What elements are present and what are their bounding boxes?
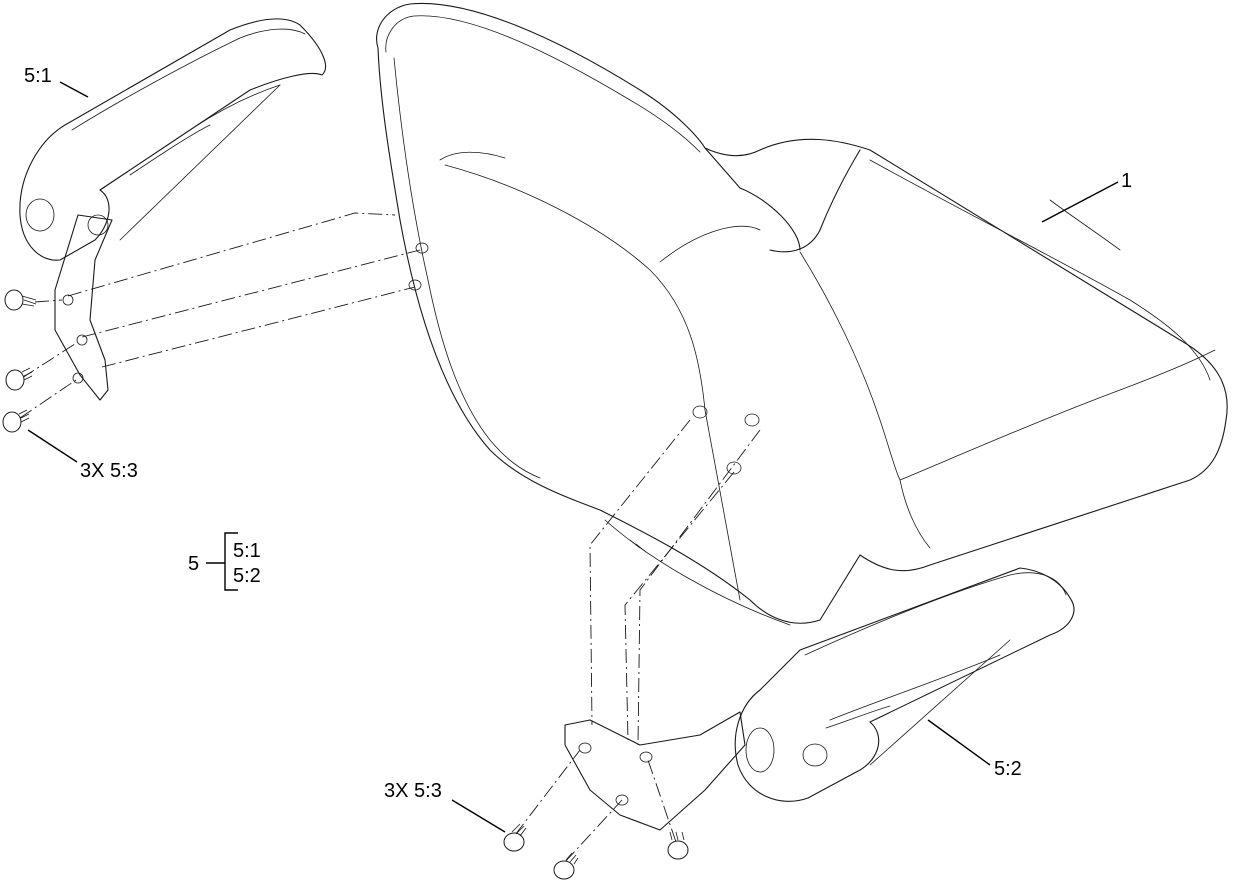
assembly-key-child: 5:2 [233,565,261,587]
assembly-lines [19,212,761,863]
callout-seat: 1 [1121,170,1132,192]
callout-right-screws: 3X 5:3 [384,780,442,802]
screw-drawing [503,823,527,852]
leader-lines [27,81,1119,833]
left-screws [2,289,37,433]
left-armrest-part [19,18,326,401]
callout-left-armrest: 5:1 [24,65,52,87]
seat-part [376,2,1228,626]
screw-drawing [667,831,689,860]
callout-left-screws: 3X 5:3 [80,460,138,482]
screw-drawing [4,289,37,311]
screw-drawing [2,409,30,433]
assembly-key-parent: 5 [188,553,199,575]
assembly-key: 5 5:1 5:2 [188,540,261,587]
right-armrest-part [564,567,1075,831]
screw-drawing [553,852,579,880]
right-screws [503,823,689,880]
screw-drawing [5,367,33,391]
assembly-key-child: 5:1 [233,540,261,562]
callout-right-armrest: 5:2 [994,758,1022,780]
